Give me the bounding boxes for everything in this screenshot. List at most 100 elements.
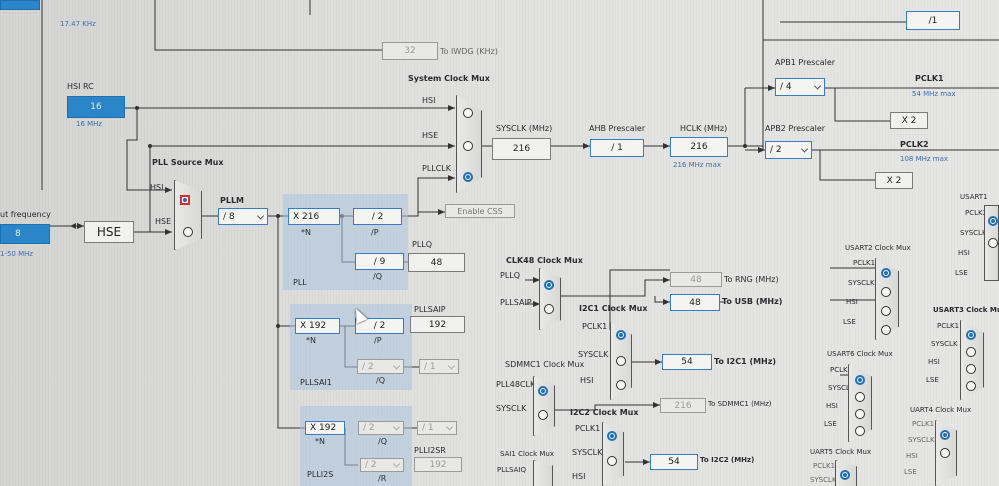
pll-p-divider[interactable]: / 2 [353, 208, 402, 225]
usart6-radio-hsi[interactable] [855, 409, 865, 419]
pllsai-q-divider[interactable]: / 2 [357, 359, 404, 374]
usart3-radio-sysclk[interactable] [966, 347, 976, 357]
i2c1-label: To I2C1 (MHz) [714, 357, 777, 366]
pllq-label: PLLQ [412, 240, 433, 249]
enable-css-button[interactable]: Enable CSS [445, 204, 515, 218]
i2c2-radio-sysclk[interactable] [607, 456, 617, 466]
uart5-radio-pclk[interactable] [840, 470, 850, 480]
pllsai-div-select[interactable]: / 1 [419, 359, 459, 374]
sdmmc1-mux [533, 376, 555, 436]
pclk1-max: 54 MHz max [912, 90, 956, 98]
usart6-radio-pclk[interactable] [855, 375, 865, 385]
pllm-label: PLLM [220, 196, 245, 205]
pll-q-divider[interactable]: / 9 [355, 253, 404, 270]
plli2s-name: PLLI2S [307, 470, 334, 479]
clk48-radio-pllsaip[interactable] [544, 304, 554, 314]
sysmux-radio-hsi[interactable] [463, 108, 473, 118]
pll-source-mux-title: PLL Source Mux [152, 158, 224, 167]
top-right-prescaler[interactable]: /1 [906, 11, 960, 30]
i2c1-radio-hsi[interactable] [616, 380, 626, 390]
uart4-lse-label: LSE [904, 468, 917, 476]
usart3-radio-hsi[interactable] [966, 364, 976, 374]
i2c2-radio-pclk[interactable] [607, 431, 617, 441]
sdmmc1-radio-sysclk[interactable] [538, 410, 548, 420]
apb1-prescaler-select[interactable]: / 4 [775, 78, 825, 96]
sysclk-value: 216 [492, 138, 551, 160]
pclk1-label: PCLK1 [915, 74, 944, 83]
i2c1-value: 54 [662, 354, 712, 370]
usart1-radio-sysclk[interactable] [988, 238, 998, 248]
usart2-mux-title: USART2 Clock Mux [845, 244, 911, 252]
ahb-prescaler-select[interactable]: / 1 [590, 139, 644, 157]
input-frequency-value[interactable]: 8 [0, 224, 50, 244]
apb2-prescaler-select[interactable]: / 2 [765, 141, 812, 159]
plli2s-q-divider[interactable]: / 2 [358, 421, 404, 435]
hclk-value[interactable]: 216 [670, 137, 728, 157]
pll-name: PLL [293, 278, 307, 287]
usart6-radio-lse[interactable] [855, 426, 865, 436]
usart6-radio-sysclk[interactable] [855, 392, 865, 402]
input-frequency-label: ut frequency [0, 210, 51, 219]
sysmux-pllclk-label: PLLCLK [422, 164, 452, 173]
apb1-prescaler-label: APB1 Prescaler [775, 58, 836, 67]
uart4-radio-sysclk[interactable] [940, 448, 950, 458]
clk48-mux-title: CLK48 Clock Mux [506, 256, 583, 265]
uart4-sysclk-label: SYSCLK [908, 436, 935, 444]
iwdg-label: To IWDG (KHz) [440, 47, 498, 56]
sysmux-radio-pllclk[interactable] [463, 172, 473, 182]
plli2sr-value: 192 [414, 457, 462, 472]
i2c2-hsi-label: HSI [572, 472, 586, 481]
pll-source-radio-hsi[interactable] [180, 195, 190, 205]
clk48-mux [539, 268, 561, 330]
usart2-radio-lse[interactable] [881, 325, 891, 335]
plli2s-n-multiplier[interactable]: X 192 [305, 421, 345, 435]
clk48-radio-pllq[interactable] [544, 280, 554, 290]
iwdg-value: 32 [382, 42, 438, 60]
usart6-sysclk-label: SYSCLK [828, 384, 855, 392]
sai1-pllsaiq-label: PLLSAIQ [497, 466, 526, 474]
input-frequency-range: 1-50 MHz [0, 250, 34, 258]
usb-value: 48 [670, 294, 720, 311]
pllq-value: 48 [408, 253, 465, 272]
usart3-radio-lse[interactable] [966, 381, 976, 391]
pllm-select[interactable]: / 8 [218, 208, 268, 225]
usart2-radio-pclk[interactable] [881, 268, 891, 278]
pllsai-n-multiplier[interactable]: X 192 [295, 318, 340, 334]
i2c1-radio-sysclk[interactable] [616, 356, 626, 366]
uart4-radio-pclk[interactable] [940, 430, 950, 440]
plli2s-r-divider[interactable]: / 2 [360, 458, 404, 472]
pll-n-multiplier[interactable]: X 216 [288, 208, 340, 225]
plli2s-q-label: /Q [378, 437, 387, 446]
pllsai-p-divider[interactable]: / 2 [355, 318, 404, 334]
clk48-pllq-label: PLLQ [500, 271, 521, 280]
sysmux-hsi-label: HSI [422, 96, 436, 105]
usart1-lse-label: LSE [955, 269, 968, 277]
lse-freq-box[interactable] [0, 0, 40, 10]
usart3-hsi-label: HSI [928, 358, 940, 366]
sdmmc1-pll48-label: PLL48CLK [496, 380, 536, 389]
pll-source-hsi-label: HSI [150, 183, 164, 192]
usart2-radio-sysclk[interactable] [881, 287, 891, 297]
hse-block[interactable]: HSE [84, 221, 134, 243]
pclk2-label: PCLK2 [900, 140, 929, 149]
usart1-mux-title: USART1 [960, 193, 988, 201]
sdmmc1-radio-pll48[interactable] [538, 386, 548, 396]
i2c1-radio-pclk[interactable] [616, 330, 626, 340]
pclk2-max: 108 MHz max [900, 155, 949, 163]
usart1-radio-pclk[interactable] [988, 216, 998, 226]
pll-source-radio-hse[interactable] [183, 227, 193, 237]
sysmux-radio-hse[interactable] [463, 141, 473, 151]
i2c1-hsi-label: HSI [580, 376, 594, 385]
pll-source-hse-label: HSE [155, 217, 172, 226]
usart6-pclk-label: PCLK2 [830, 366, 853, 374]
usart3-radio-pclk[interactable] [966, 330, 976, 340]
plli2s-div-select[interactable]: / 1 [417, 421, 457, 435]
pll-q-label: /Q [373, 272, 382, 281]
usart2-radio-hsi[interactable] [881, 306, 891, 316]
hsi-rc-value[interactable]: 16 [67, 96, 125, 118]
pll-n-label: *N [301, 228, 311, 237]
sai1-mux-title: SAI1 Clock Mux [500, 450, 554, 458]
apb2-timer-multiplier: X 2 [875, 172, 913, 189]
usart1-hsi-label: HSI [958, 249, 970, 257]
